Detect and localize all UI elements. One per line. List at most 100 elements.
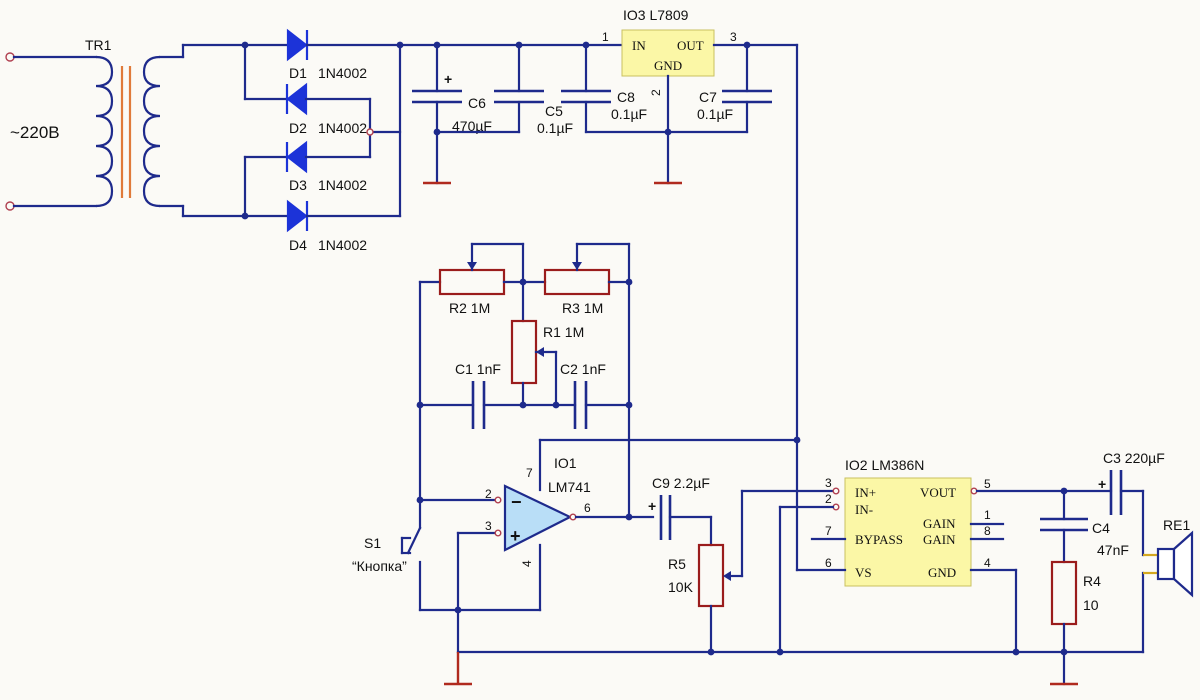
pushbutton-s1[interactable] (400, 498, 422, 612)
svg-text:4: 4 (984, 556, 991, 570)
opamp-inverting-sign: − (511, 492, 522, 512)
diode-d1-part: 1N4002 (318, 65, 367, 81)
volume-pot-r5[interactable] (697, 543, 725, 608)
resistor-r2 (438, 268, 506, 296)
mains-terminal-bottom (5, 201, 15, 211)
diode-d2-label: D2 (289, 120, 307, 136)
svg-text:2: 2 (649, 89, 663, 96)
diode-d2-part: 1N4002 (318, 120, 367, 136)
mains-voltage-label: ~220B (10, 123, 60, 142)
c9-polarity: + (648, 498, 656, 514)
switch-ref: S1 (364, 535, 381, 551)
c5-label: C5 (545, 103, 563, 119)
opamp-ref: IO1 (554, 455, 577, 471)
c7-value: 0.1µF (697, 106, 733, 122)
mains-input: ~220B (5, 52, 98, 211)
svg-text:1: 1 (984, 508, 991, 522)
c3-polarity: + (1098, 476, 1106, 492)
amp-pin-in-plus: IN+ (855, 485, 876, 500)
svg-text:7: 7 (825, 524, 832, 538)
r1-wiper-arrow (536, 347, 544, 357)
svg-text:1: 1 (602, 30, 609, 44)
diode-d4-part: 1N4002 (318, 237, 367, 253)
transformer-label: TR1 (85, 37, 112, 53)
c7-label: C7 (699, 89, 717, 105)
opamp-noninverting-sign: + (510, 526, 521, 546)
svg-text:6: 6 (584, 501, 591, 515)
diode-d3-part: 1N4002 (318, 177, 367, 193)
c4-ref: C4 (1092, 520, 1110, 536)
svg-text:3: 3 (825, 476, 832, 490)
bridge-test-point (366, 128, 374, 136)
svg-text:3: 3 (730, 30, 737, 44)
c2-label: C2 1nF (560, 361, 606, 377)
r4-value: 10 (1083, 597, 1099, 613)
speaker-re1 (1156, 530, 1194, 598)
coupling-and-volume: + C9 2.2µF R5 10K (648, 475, 835, 656)
amp-pin-gain2: GAIN (923, 532, 956, 547)
svg-text:2: 2 (825, 492, 832, 506)
c4-value: 47nF (1097, 542, 1129, 558)
svg-text:6: 6 (825, 556, 832, 570)
transformer-tr1: TR1 (85, 37, 247, 218)
svg-text:7: 7 (526, 466, 533, 480)
opamp-stage: − + IO1 LM741 7 2 3 6 4 S1 (352, 438, 1145, 686)
opamp-part: LM741 (548, 479, 591, 495)
c8-label: C8 (617, 89, 635, 105)
speaker-ref: RE1 (1163, 517, 1190, 533)
r3-label: R3 1M (562, 300, 603, 316)
diode-d3-symbol (286, 140, 308, 174)
r2-wiper-arrow (467, 262, 477, 270)
secondary-winding (142, 55, 161, 208)
diode-d2-symbol (286, 82, 308, 116)
diode-d1-symbol (286, 28, 308, 62)
output-network: C4 47nF R4 10 + C3 220µF RE1 (1040, 450, 1194, 686)
svg-text:4: 4 (520, 560, 534, 567)
svg-text:5: 5 (984, 477, 991, 491)
svg-text:3: 3 (485, 519, 492, 533)
amp-pin-vs: VS (855, 565, 872, 580)
r2-label: R2 1M (449, 300, 490, 316)
r5-value: 10K (668, 579, 694, 595)
oscillator-network: R2 1M R3 1M R1 1M C1 1nF C2 1nF (416, 242, 633, 519)
svg-text:8: 8 (984, 524, 991, 538)
diode-d3-label: D3 (289, 177, 307, 193)
r1-label: R1 1M (543, 324, 584, 340)
bridge-rectifier: D1 1N4002 D2 1N4002 D3 1N4002 D4 1N4002 (241, 28, 404, 253)
c6-label: C6 (468, 95, 486, 111)
r5-wiper-arrow (723, 571, 731, 581)
amp-pin-gnd: GND (928, 565, 956, 580)
regulator-pin-out: OUT (677, 38, 704, 53)
primary-winding (95, 55, 114, 208)
r3-wiper-arrow (572, 262, 582, 270)
mains-terminal-top (5, 52, 15, 62)
c1-label: C1 1nF (455, 361, 501, 377)
regulator-pin-in: IN (632, 38, 646, 53)
amp-pin-vout: VOUT (920, 485, 956, 500)
resistor-r3 (543, 268, 611, 296)
c8-value: 0.1µF (611, 106, 647, 122)
r4-ref: R4 (1083, 573, 1101, 589)
c6-value: 470µF (452, 118, 492, 134)
amplifier-lm386: IO2 LM386N IN+ IN- BYPASS VS VOUT GAIN G… (776, 457, 1113, 656)
opamp-lm741-body (503, 484, 573, 552)
r5-ref: R5 (668, 556, 686, 572)
power-supply-filter: + C6 470µF C5 0.1µF C8 0.1µF IO3 L7809 I… (398, 7, 801, 572)
amp-pin-gain1: GAIN (923, 516, 956, 531)
svg-text:2: 2 (485, 487, 492, 501)
c9-label: C9 2.2µF (652, 475, 710, 491)
amp-title: IO2 LM386N (845, 457, 924, 473)
c3-label: C3 220µF (1103, 450, 1165, 466)
resistor-r4 (1050, 560, 1078, 626)
amp-pin-in-minus: IN- (855, 502, 873, 517)
amp-pin-bypass: BYPASS (855, 532, 903, 547)
diode-d4-label: D4 (289, 237, 307, 253)
diode-d1-label: D1 (289, 65, 307, 81)
diode-d4-symbol (286, 199, 308, 233)
regulator-title: IO3 L7809 (623, 7, 689, 23)
regulator-pin-gnd: GND (654, 58, 682, 73)
resistor-r1 (510, 319, 538, 385)
c6-polarity: + (444, 71, 452, 87)
c5-value: 0.1µF (537, 120, 573, 136)
